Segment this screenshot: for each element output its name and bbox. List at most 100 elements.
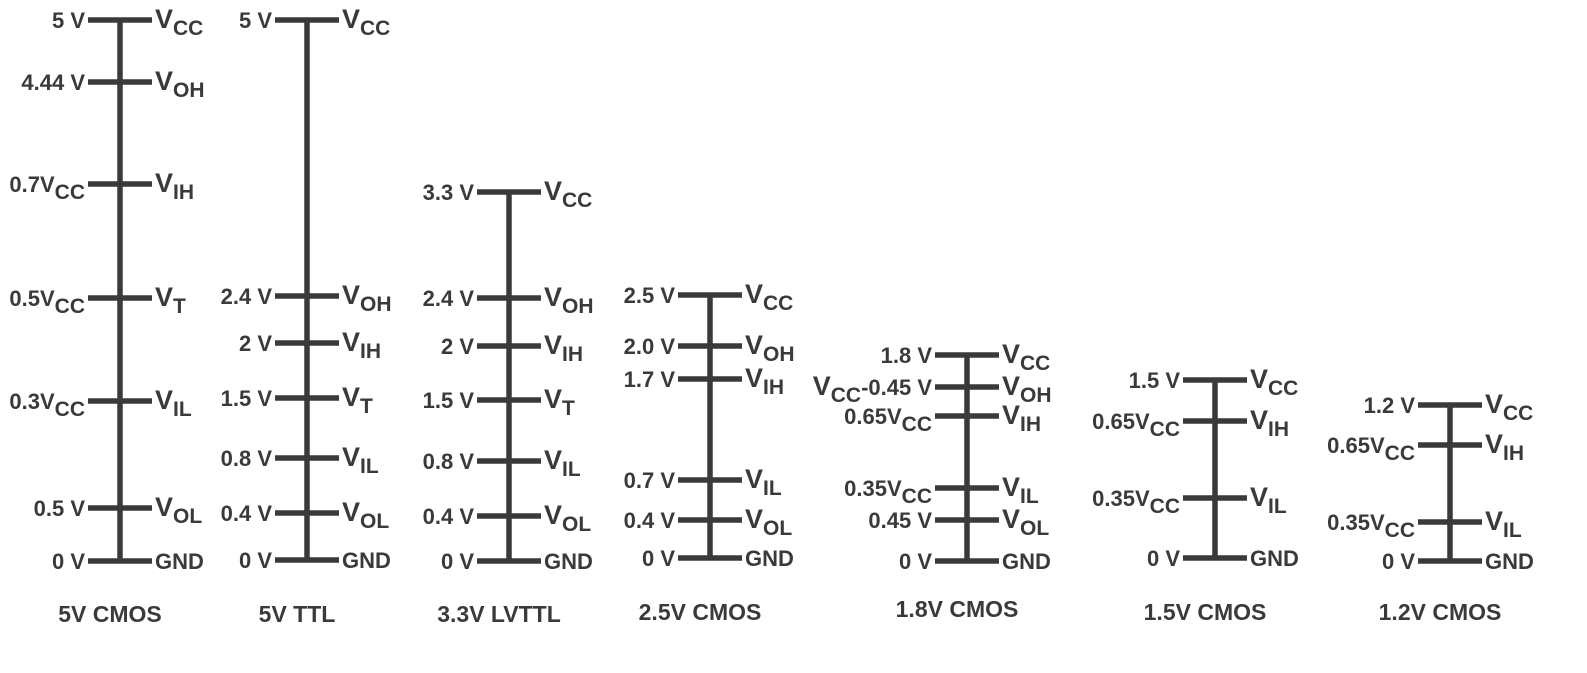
voltage-value-label: 0.4 V [624,508,676,533]
level-name-label: VIL [342,442,379,478]
voltage-value-label: 0.4 V [423,504,475,529]
label-part: V [544,445,562,475]
label-part: 0.35V [844,476,902,501]
voltage-value-label: 0.4 V [221,501,273,526]
level-name-label: VIL [1250,482,1287,518]
label-part: V [1485,389,1503,419]
voltage-value-label: 1.5 V [423,388,475,413]
level-name-label: GND [1485,549,1534,574]
label-part: V [813,371,831,401]
label-part: 0 V [1147,546,1180,571]
label-subscript: IH [1268,418,1289,441]
level-name-label: VT [155,282,186,318]
label-part: 1.5 V [423,388,475,413]
level-name-label: GND [544,549,593,574]
voltage-value-label: 0.35VCC [1092,486,1180,518]
label-subscript: IL [1268,495,1287,518]
label-part: 0.4 V [624,508,676,533]
level-name-label: VIH [342,327,381,363]
level-name-label: VOH [544,282,594,318]
label-part: 2 V [441,334,474,359]
level-name-label: VIL [745,464,782,500]
label-part: V [544,384,562,414]
voltage-value-label: 4.44 V [21,70,85,95]
label-subscript: IL [1503,519,1522,542]
voltage-value-label: 0 V [1382,549,1415,574]
label-part: 0.7V [9,172,55,197]
label-part: 0 V [441,549,474,574]
label-part: V [1002,400,1020,430]
label-subscript: CC [1268,377,1298,400]
voltage-value-label: 1.5 V [1129,368,1181,393]
voltage-value-label: 0.35VCC [844,476,932,508]
standard-title: 1.8V CMOS [896,596,1019,622]
label-subscript: IH [562,343,583,366]
label-part: V [1485,506,1503,536]
label-part: V [155,4,173,34]
label-subscript: CC [55,398,85,421]
standard-title: 5V TTL [259,601,336,627]
label-part: V [745,330,763,360]
voltage-value-label: 0.8 V [221,446,273,471]
label-part: 0.5V [9,286,55,311]
standard-title: 1.2V CMOS [1379,599,1502,625]
standard-title: 5V CMOS [58,601,162,627]
label-part: V [1002,504,1020,534]
label-subscript: T [173,295,186,318]
level-name-label: VCC [1002,339,1050,375]
voltage-value-label: VCC-0.45 V [813,371,933,407]
label-part: V [342,382,360,412]
label-part: 0.4 V [221,501,273,526]
voltage-value-label: 0.45 V [868,508,932,533]
voltage-value-label: 0.8 V [423,449,475,474]
label-part: V [342,280,360,310]
voltage-value-label: 0.5 V [34,496,86,521]
voltage-value-label: 1.5 V [221,386,273,411]
voltage-value-label: 2.4 V [221,284,273,309]
label-part: 2.4 V [423,286,475,311]
label-part: V [1250,405,1268,435]
label-subscript: OL [360,510,389,533]
level-name-label: VCC [155,4,203,40]
level-name-label: VCC [1485,389,1533,425]
voltage-value-label: 2.0 V [624,334,676,359]
label-subscript: CC [763,292,793,315]
level-name-label: VT [544,384,575,420]
label-part: 0.5 V [34,496,86,521]
label-part: V [342,442,360,472]
level-name-label: VIH [155,168,194,204]
label-subscript: CC [55,295,85,318]
label-part: GND [1485,549,1534,574]
label-part: 4.44 V [21,70,85,95]
level-name-label: VIL [155,385,192,421]
label-part: 0.7 V [624,468,676,493]
label-subscript: OH [1020,384,1052,407]
label-part: V [1002,472,1020,502]
label-subscript: IH [173,181,194,204]
label-part: 0.3V [9,389,55,414]
label-subscript: IH [763,376,784,399]
label-subscript: T [360,395,373,418]
label-part: 0.65V [1327,433,1385,458]
label-part: V [342,497,360,527]
label-part: 0 V [239,548,272,573]
voltage-value-label: 2.5 V [624,283,676,308]
voltage-value-label: 1.2 V [1364,393,1416,418]
voltage-value-label: 0.35VCC [1327,510,1415,542]
voltage-value-label: 0 V [642,546,675,571]
level-name-label: VOH [155,66,205,102]
label-subscript: OH [763,343,795,366]
level-name-label: VCC [342,4,390,40]
label-part: 0.65V [1092,409,1150,434]
label-part: GND [544,549,593,574]
label-subscript: OL [562,513,591,536]
label-part: V [745,464,763,494]
label-part: GND [155,549,204,574]
level-name-label: VIH [745,363,784,399]
label-subscript: IL [763,477,782,500]
label-part: 0.4 V [423,504,475,529]
label-subscript: IL [1020,485,1039,508]
